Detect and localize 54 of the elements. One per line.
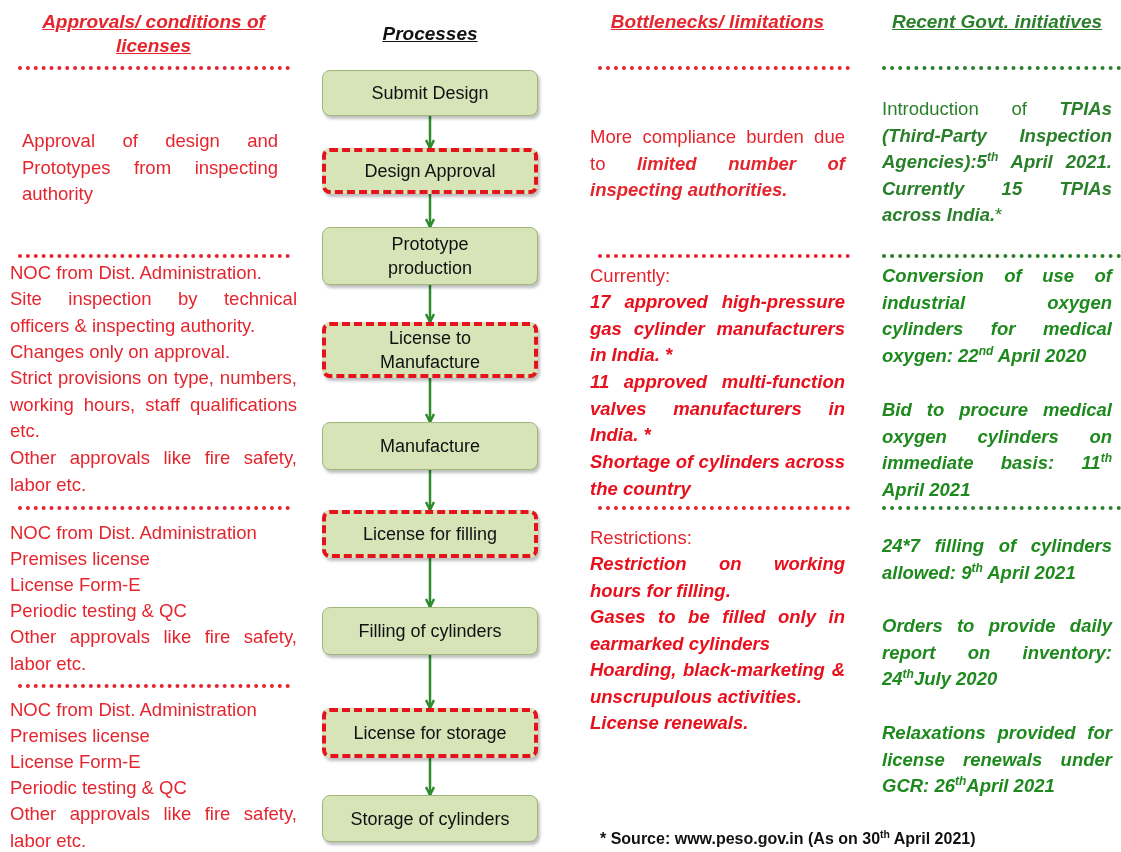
text-paragraph: Restrictions: — [590, 526, 693, 550]
text-paragraph: Other approvals like fire safety, labor etc. — [10, 446, 297, 497]
column-heading: Recent Govt. initiatives — [890, 10, 1104, 34]
column-heading: Bottlenecks/ limitations — [609, 10, 826, 34]
process-box: Submit Design — [322, 70, 538, 116]
text-paragraph: Premises license — [10, 724, 151, 748]
arrow — [424, 558, 436, 609]
text-paragraph: Introduction of TPIAs (Third-Party Inspection Agencies):5$^{th}$ April 2021. Currently 15 TPIAs across India.* — [882, 97, 1112, 227]
text-paragraph: Strict provisions on type, numbers, working hours, staff qualifications etc. — [10, 366, 297, 443]
text-paragraph: Hoarding, black-marketing & unscrupulous activities. — [590, 658, 845, 709]
text-paragraph: Other approvals like fire safety, labor etc. — [10, 625, 297, 676]
column-heading: Approvals/ conditions of licenses — [41, 10, 268, 58]
arrow — [424, 470, 436, 512]
dashed-process-box: License for filling — [322, 510, 538, 558]
text-paragraph: More compliance burden due to limited number of inspecting authorities. — [590, 125, 845, 202]
text-paragraph: 24*7 filling of cylinders allowed: 9$^{th}$ April 2021 — [882, 534, 1112, 585]
text-paragraph: 17 approved high-pressure gas cylinder manufacturers in India. * — [590, 290, 845, 367]
dashed-process-box: License to Manufacture — [322, 322, 538, 378]
arrow — [424, 116, 436, 150]
text-paragraph: Periodic testing & QC — [10, 776, 188, 800]
text-paragraph: Restriction on working hours for filling. — [590, 552, 845, 603]
text-paragraph: 11 approved multi-function valves manufacturers in India. * — [590, 370, 845, 447]
arrow — [424, 378, 436, 424]
text-paragraph: Approval of design and Prototypes from inspecting authority — [22, 129, 278, 206]
process-box: Prototype production — [322, 227, 538, 285]
arrow — [424, 655, 436, 710]
text-paragraph: NOC from Dist. Administration. — [10, 261, 263, 285]
footnote: * Source: www.peso.gov.in (As on 30$^{th}$ April 2021) — [600, 827, 977, 849]
text-paragraph: NOC from Dist. Administration — [10, 521, 258, 545]
text-paragraph: Gases to be filled only in earmarked cylinders — [590, 605, 845, 656]
text-paragraph: Currently: — [590, 264, 672, 288]
text-paragraph: Site inspection by technical officers & inspecting authority. — [10, 287, 297, 338]
process-box: Storage of cylinders — [322, 795, 538, 842]
dashed-process-box: License for storage — [322, 708, 538, 758]
dashed-process-box: Design Approval — [322, 148, 538, 194]
text-paragraph: Premises license — [10, 547, 151, 571]
text-paragraph: Bid to procure medical oxygen cylinders on immediate basis: 11$^{th}$ April 2021 — [882, 398, 1112, 502]
arrow — [424, 758, 436, 797]
text-paragraph: Other approvals like fire safety, labor etc. — [10, 802, 297, 852]
text-paragraph: License renewals. — [590, 711, 750, 735]
column-heading: Processes — [381, 22, 479, 46]
text-paragraph: Changes only on approval. — [10, 340, 232, 364]
arrow — [424, 194, 436, 229]
arrow — [424, 285, 436, 324]
text-paragraph: Relaxations provided for license renewals under GCR: 26$^{th}$April 2021 — [882, 721, 1112, 798]
text-paragraph: Conversion of use of industrial oxygen cylinders for medical oxygen: 22$^{nd}$ April 2020 — [882, 264, 1112, 368]
text-paragraph: Orders to provide daily report on inventory: 24$^{th}$July 2020 — [882, 614, 1112, 691]
text-paragraph: License Form-E — [10, 573, 142, 597]
process-box: Filling of cylinders — [322, 607, 538, 655]
text-paragraph: License Form-E — [10, 750, 142, 774]
text-paragraph: Shortage of cylinders across the country — [590, 450, 845, 501]
text-paragraph: Periodic testing & QC — [10, 599, 188, 623]
process-box: Manufacture — [322, 422, 538, 470]
text-paragraph: NOC from Dist. Administration — [10, 698, 258, 722]
